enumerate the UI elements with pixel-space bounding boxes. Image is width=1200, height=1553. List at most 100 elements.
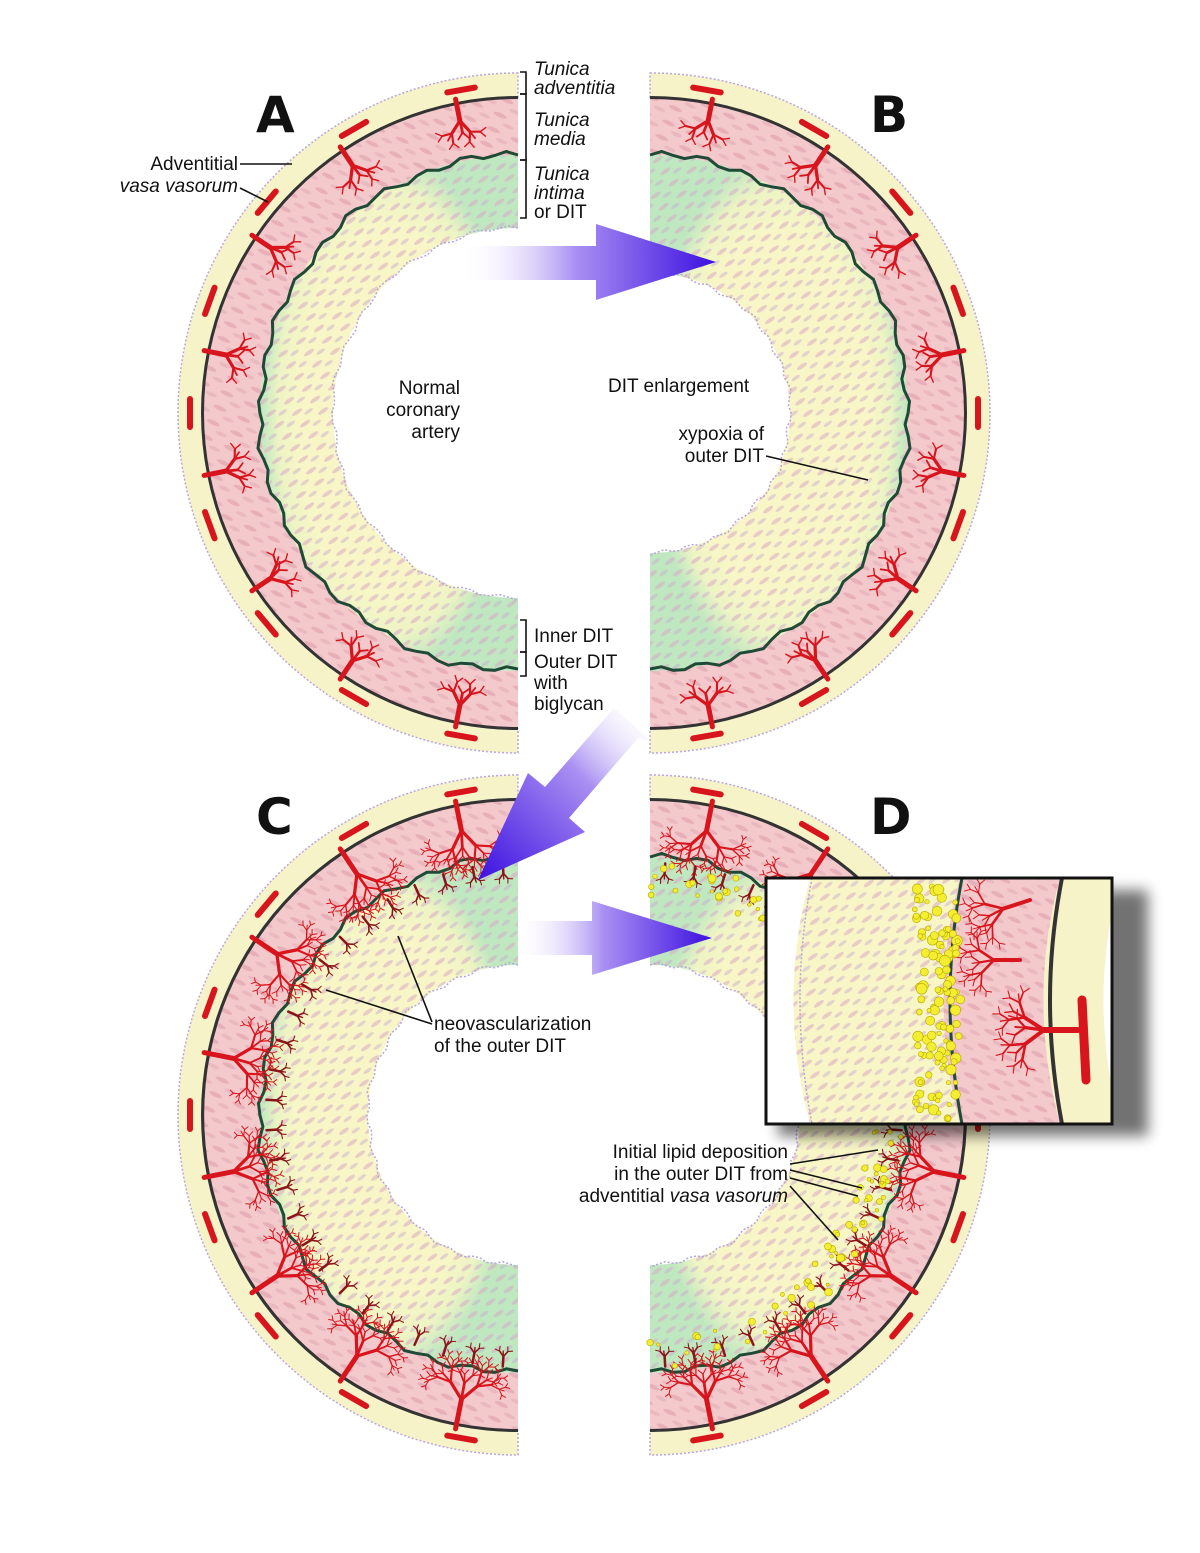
inset-lipid-droplet [915, 983, 928, 995]
lipid-droplet [793, 1284, 800, 1291]
vasa-vasorum-3 [911, 332, 967, 383]
inset-lipid-droplet [920, 910, 930, 920]
intima-cells [650, 155, 908, 671]
intima-cells [260, 155, 518, 671]
lipid-droplet [873, 1171, 879, 1177]
inset-media-cells [943, 878, 1060, 1124]
inset-lipid-droplet [946, 996, 955, 1005]
vasa-vasorum-5 [249, 1224, 327, 1305]
lipid-droplet [873, 1163, 882, 1172]
lipid-droplet [744, 1338, 751, 1345]
lipid-droplet [689, 879, 696, 886]
panel-letter-a: A [256, 86, 295, 144]
leader-lipid-1 [789, 1149, 879, 1165]
inset-lipid-droplet [926, 1041, 937, 1052]
vasa-vasorum-6 [785, 630, 831, 682]
inset-lipid-droplet [932, 884, 945, 896]
inset-lipid-droplet [938, 929, 946, 937]
lipid-droplet [829, 1254, 834, 1259]
inset-lipid-droplet [924, 899, 930, 905]
leader-neo-2 [325, 989, 433, 1025]
inset-elastic-lamina [1048, 878, 1064, 1124]
adventitial-vessel [201, 986, 218, 1019]
adventitial-vessel [444, 84, 478, 96]
lipid-droplet [710, 889, 714, 894]
label-xypoxia-1: xypoxia of [678, 424, 764, 445]
inset-adventitial-vessel [1077, 995, 1091, 1085]
inset-lipid-droplet [925, 1051, 934, 1060]
vasa-vasorum-0 [435, 96, 487, 150]
internal-elastic-lamina [256, 149, 519, 672]
lipid-droplet [646, 1339, 654, 1347]
panel-letter-d: D [870, 788, 912, 846]
neovessel-2 [711, 873, 731, 895]
neovessel-14 [268, 1148, 292, 1166]
lipid-droplet [647, 891, 655, 899]
arrow-b-to-c [478, 708, 652, 880]
adventitial-vessel [889, 610, 914, 638]
vasa-vasorum-5 [867, 548, 919, 597]
label-neovascularization-1: neovascularization [434, 1014, 591, 1035]
neovessel-24 [465, 1342, 485, 1365]
inset-lipid-droplet [935, 1091, 943, 1100]
inset-lipid-droplet [945, 1064, 957, 1076]
neovessel-17 [845, 1229, 867, 1247]
inset-lipid-droplet [914, 1042, 922, 1050]
inset-lipid-droplet [918, 1051, 924, 1058]
lipid-droplet [887, 1140, 894, 1147]
label-dit-enlargement: DIT enlargement [608, 376, 750, 397]
leader-vasa-2 [239, 187, 269, 203]
adventitial-vessel [201, 1211, 218, 1244]
label-tunica-adventitia-1: Tunica [534, 59, 590, 80]
lipid-droplet [713, 1343, 721, 1351]
lipid-droplet [874, 1208, 880, 1213]
adventitial-vessel [254, 610, 279, 638]
adventitial-vessel [338, 1389, 370, 1410]
internal-elastic-lamina [256, 851, 519, 1374]
lipid-droplet [734, 910, 742, 917]
label-vasa-vasorum: vasa vasorum [120, 176, 238, 197]
panel-letter-c: C [256, 788, 293, 846]
adventitial-vessel [444, 786, 478, 798]
inset-lipid-droplet [934, 1051, 944, 1061]
neovessel-9 [286, 1008, 309, 1027]
lipid-droplet [660, 865, 668, 873]
inset-layers [766, 878, 1112, 1124]
leader-neo-1 [397, 935, 433, 1023]
neovessel-16 [286, 1203, 309, 1221]
adventitial-vessel [798, 1389, 830, 1410]
lipid-droplet [811, 1260, 819, 1268]
inset-lipid-droplet [936, 1030, 942, 1036]
inset-lipid-droplet [946, 1102, 952, 1108]
adventitial-vessel [950, 284, 967, 317]
vasa-vasorum-3 [201, 1016, 284, 1106]
lipid-droplet [695, 893, 700, 898]
lipid-droplet [870, 1179, 875, 1184]
lipid-droplet [714, 892, 723, 901]
neovessel-15 [276, 1175, 299, 1196]
lipid-droplet [880, 1194, 886, 1200]
label-outer-dit-1: Outer DIT [534, 652, 618, 673]
neovessel-18 [318, 1252, 339, 1272]
inset-lipid-droplet [951, 913, 962, 923]
neovessel-21 [764, 1310, 782, 1332]
arrow-a-to-b [460, 224, 716, 300]
neovessel-21 [386, 1310, 405, 1332]
adventitial-vessel [690, 84, 724, 96]
inset-lipid-droplet [952, 1019, 961, 1029]
vasa-vasorum-0 [659, 798, 752, 879]
lipid-droplet [876, 1198, 883, 1205]
label-lipid-3a: adventitial [579, 1186, 670, 1207]
label-tunica-intima-1: Tunica [534, 164, 590, 185]
lipid-droplet [713, 1328, 718, 1333]
adventitial-vessel [889, 188, 914, 216]
inset-lipid-droplet [934, 967, 943, 976]
lipid-droplet [852, 1196, 860, 1204]
inset-lipid-droplet [934, 986, 942, 993]
vasa-vasorum-0 [678, 96, 731, 152]
inset-lipid-droplet [946, 1080, 951, 1086]
inset-lipid-droplet [913, 1094, 919, 1101]
inset-vasa-vasorum-2 [958, 878, 1032, 950]
inset-lipid-droplet [943, 1038, 949, 1044]
leader-lipid-2 [789, 1169, 863, 1189]
